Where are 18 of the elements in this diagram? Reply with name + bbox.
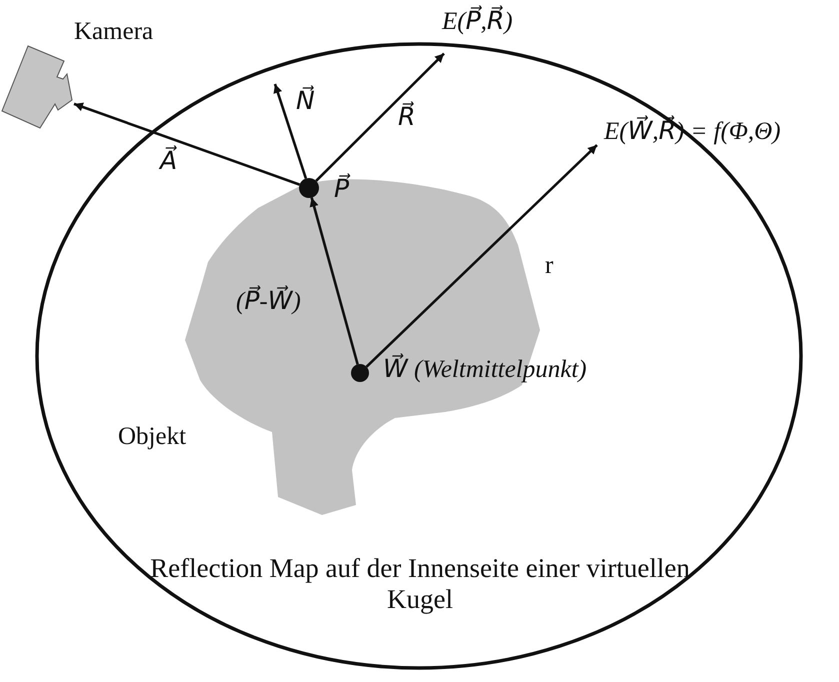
- edge-label: (P⃗-W⃗): [236, 288, 301, 317]
- formula-text: E(W⃗,R⃗) = f(Φ,Θ): [604, 118, 781, 147]
- edge-label: A⃗: [160, 148, 178, 177]
- caption-text: Reflection Map auf der Innenseite einer virtuellen Kugel: [149, 553, 691, 616]
- edge-label: N⃗: [296, 88, 315, 117]
- arrow: [274, 84, 308, 179]
- arrow: [310, 197, 359, 365]
- point-label: P⃗: [334, 176, 350, 205]
- camera-label: Kamera: [74, 18, 154, 47]
- formula-text: E(P⃗,R⃗): [442, 8, 513, 37]
- object-label: Objekt: [118, 423, 186, 452]
- point-label: W⃗ (Weltmittelpunkt): [383, 356, 587, 385]
- arrow: [315, 52, 445, 182]
- edge-label: r: [545, 252, 554, 281]
- arrow: [366, 144, 598, 368]
- edge-label: R⃗: [398, 104, 416, 133]
- sphere-outline: [35, 42, 803, 670]
- arrow: [74, 102, 300, 186]
